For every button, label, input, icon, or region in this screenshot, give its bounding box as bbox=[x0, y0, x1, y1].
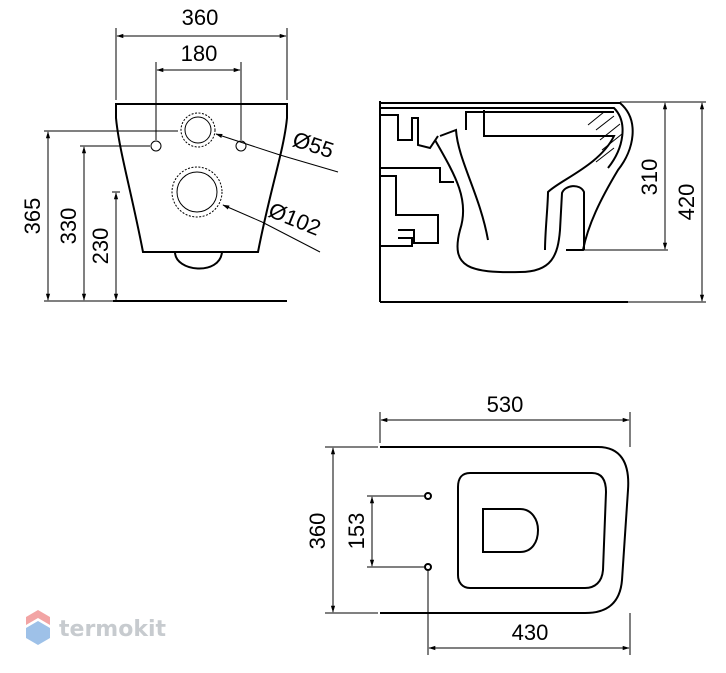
dim-d55-label: Ø55 bbox=[290, 127, 337, 164]
front-view: 360 180 Ø55 Ø102 365 330 230 bbox=[20, 5, 339, 302]
termokit-logo: termokit bbox=[26, 610, 166, 645]
logo-hex-bottom-icon bbox=[26, 621, 50, 645]
side-view: 310 420 bbox=[379, 101, 706, 303]
dim-310-label: 310 bbox=[637, 159, 662, 196]
front-hole-102-outer bbox=[171, 166, 223, 218]
dim-360-label: 360 bbox=[182, 5, 219, 30]
top-seat-opening bbox=[457, 472, 608, 589]
front-hole-55-outer bbox=[180, 112, 216, 148]
top-view: 530 360 153 430 bbox=[305, 392, 631, 655]
top-hole-lower bbox=[424, 563, 432, 571]
front-bowl-foot bbox=[174, 251, 223, 270]
dim-430-label: 430 bbox=[512, 620, 549, 645]
dim-153-label: 153 bbox=[344, 513, 369, 550]
side-bowl-outer bbox=[434, 139, 585, 274]
dim-420-label: 420 bbox=[674, 184, 699, 221]
dim-d102-label: Ø102 bbox=[265, 197, 324, 240]
dim-530-label: 530 bbox=[487, 392, 524, 417]
side-inlet bbox=[380, 114, 439, 150]
logo-hex-top-icon bbox=[26, 610, 50, 625]
dim-180-label: 180 bbox=[181, 41, 218, 66]
side-outlet bbox=[380, 167, 454, 183]
front-bowl-outline bbox=[115, 103, 288, 253]
front-small-hole-right bbox=[235, 140, 247, 152]
side-top-rim bbox=[380, 102, 634, 251]
top-body-outline bbox=[380, 446, 630, 614]
front-hole-102-inner bbox=[176, 171, 218, 213]
side-bowl-inner bbox=[439, 128, 489, 241]
dim-top-360-label: 360 bbox=[305, 513, 330, 550]
dim-330-label: 330 bbox=[56, 208, 81, 245]
front-hole-55-inner bbox=[184, 116, 212, 144]
dim-230-label: 230 bbox=[88, 228, 113, 265]
front-small-hole-left bbox=[150, 140, 162, 152]
dim-365-label: 365 bbox=[20, 198, 45, 235]
top-inner-bowl bbox=[482, 508, 540, 553]
top-hole-upper bbox=[424, 492, 432, 500]
logo-text: termokit bbox=[59, 617, 166, 642]
